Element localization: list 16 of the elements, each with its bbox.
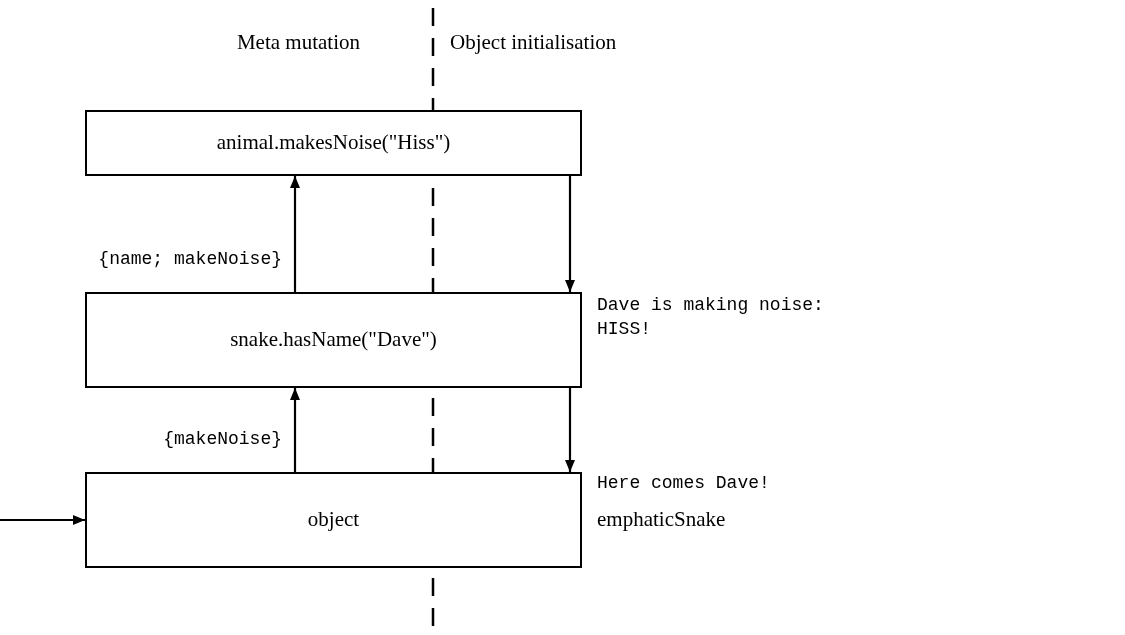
- arrow: [565, 176, 575, 292]
- box-label: animal.makesNoise("Hiss"): [216, 129, 451, 157]
- console-output: Dave is making noise: HISS!: [597, 294, 825, 341]
- box-label: snake.hasName("Dave"): [230, 326, 437, 354]
- box-label: object: [307, 506, 360, 534]
- arrow: [0, 515, 85, 525]
- arrow: [290, 388, 300, 472]
- process-box: [85, 472, 582, 568]
- arrow: [290, 176, 300, 292]
- column-heading: Meta mutation: [235, 29, 360, 56]
- process-box: [85, 292, 582, 388]
- arrow: [565, 388, 575, 472]
- column-heading: Object initialisation: [450, 29, 618, 56]
- object-name: emphaticSnake: [597, 506, 727, 532]
- process-box: [85, 110, 582, 176]
- console-output: Here comes Dave!: [597, 472, 771, 495]
